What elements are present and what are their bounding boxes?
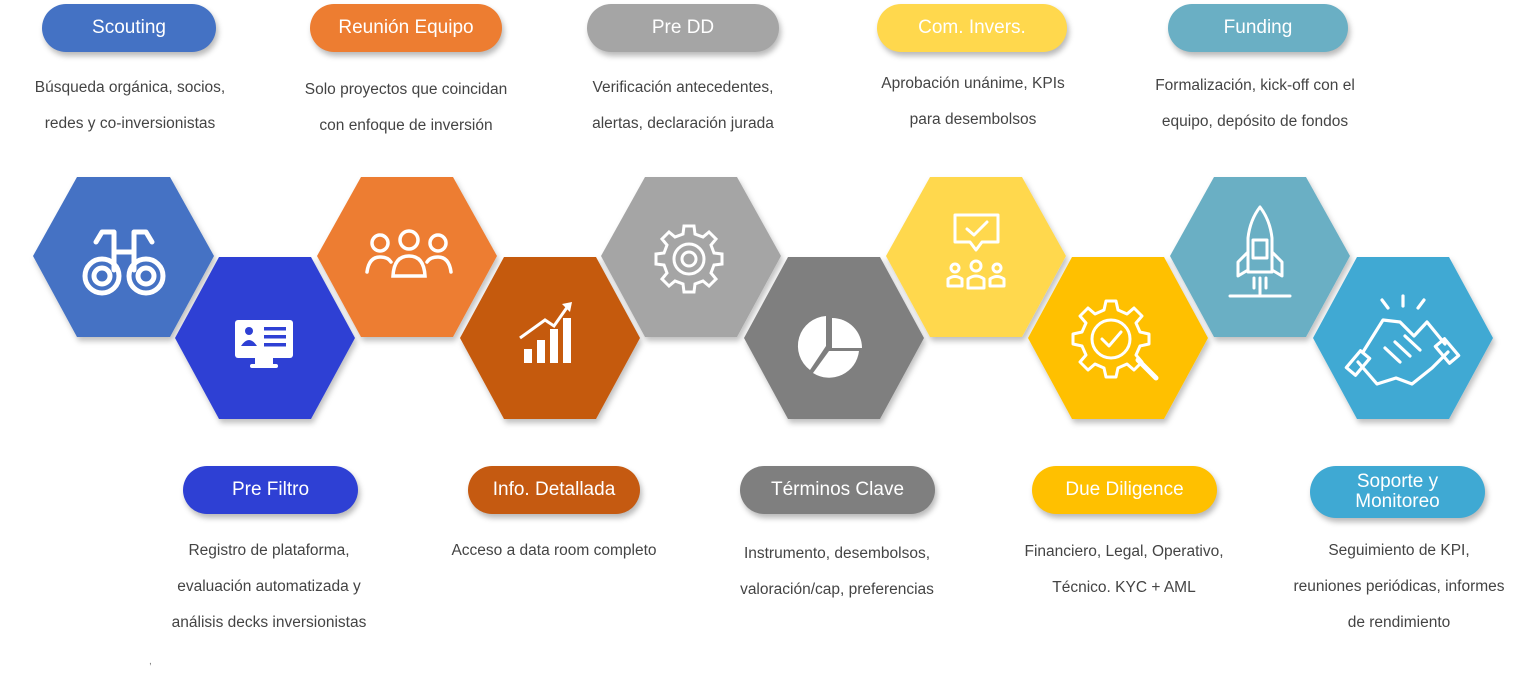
- stage-pill-reunion-equipo: Reunión Equipo: [310, 4, 502, 52]
- stage-pill-pre-dd: Pre DD: [587, 4, 779, 52]
- stage-pill-scouting: Scouting: [42, 4, 216, 52]
- handshake-icon: [1344, 294, 1461, 386]
- stage-desc-info-detallada: Acceso a data room completo: [451, 542, 657, 559]
- stray-mark: ,: [149, 656, 152, 667]
- stage-desc-terminos-clave: Instrumento, desembolsos,valoración/cap,…: [740, 545, 934, 598]
- stage-pill-due-diligence: Due Diligence: [1032, 466, 1217, 514]
- stage-pill-info-detallada: Info. Detallada: [468, 466, 640, 514]
- gear-check-search-icon: [1071, 299, 1159, 381]
- pie-chart-icon: [797, 316, 862, 378]
- stage-desc-pre-dd: Verificación antecedentes,alertas, decla…: [592, 79, 774, 132]
- binoculars-icon: [82, 229, 166, 296]
- stage-pill-soporte-line2: Monitoreo: [1355, 491, 1440, 512]
- gear-icon: [654, 224, 724, 294]
- stage-pill-soporte: Soporte y Monitoreo: [1310, 466, 1485, 518]
- hex-due-diligence: [1028, 257, 1208, 419]
- stage-pill-funding: Funding: [1168, 4, 1348, 52]
- stage-desc-scouting: Búsqueda orgánica, socios,redes y co-inv…: [34, 79, 226, 132]
- growth-chart-icon: [519, 302, 572, 363]
- stage-desc-pre-filtro: Registro de plataforma,evaluación automa…: [171, 542, 367, 631]
- team-icon: [365, 229, 453, 278]
- stage-pill-soporte-line1: Soporte y: [1356, 471, 1439, 493]
- hex-pre-dd: [601, 177, 781, 337]
- stage-pill-com-invers: Com. Invers.: [877, 4, 1067, 52]
- monitor-profile-icon: [235, 320, 293, 368]
- stage-pill-terminos-clave: Términos Clave: [740, 466, 935, 514]
- hex-com-invers: [886, 177, 1066, 337]
- stage-desc-due-diligence: Financiero, Legal, Operativo,Técnico. KY…: [1024, 543, 1224, 596]
- rocket-icon: [1228, 205, 1292, 298]
- hex-soporte: [1313, 257, 1493, 419]
- stage-desc-soporte: Seguimiento de KPI,reuniones periódicas,…: [1293, 542, 1505, 631]
- approval-committee-icon: [946, 213, 1006, 290]
- hex-scouting: [33, 177, 214, 337]
- stage-pill-pre-filtro: Pre Filtro: [183, 466, 358, 514]
